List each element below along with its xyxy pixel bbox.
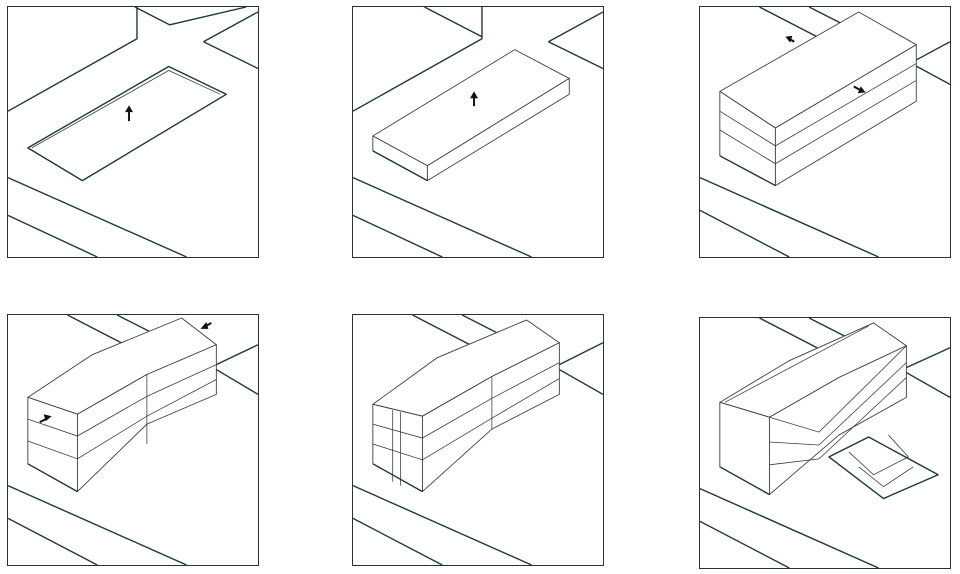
twisted-volume bbox=[719, 322, 907, 496]
diagram-step-5 bbox=[352, 314, 604, 566]
step-6-drawing bbox=[700, 318, 950, 568]
step-3-drawing bbox=[700, 7, 950, 257]
extruded-slab bbox=[372, 49, 570, 182]
street-grid bbox=[8, 7, 258, 257]
step-2-drawing bbox=[353, 7, 603, 257]
diagram-step-3 bbox=[699, 6, 951, 258]
up-arrow-icon bbox=[125, 105, 133, 122]
diagram-step-1 bbox=[7, 6, 259, 258]
street-grid bbox=[353, 315, 603, 565]
diagram-step-4 bbox=[7, 314, 259, 566]
stacked-volume bbox=[719, 11, 917, 187]
up-arrow-icon bbox=[470, 91, 478, 107]
articulated-volume bbox=[372, 319, 560, 493]
street-grid bbox=[353, 7, 603, 257]
step-1-drawing bbox=[8, 7, 258, 257]
step-4-drawing bbox=[8, 315, 258, 565]
site-plot bbox=[27, 65, 227, 182]
diagram-step-2 bbox=[352, 6, 604, 258]
double-arrow-icon bbox=[785, 35, 866, 94]
plaza-pattern bbox=[828, 434, 939, 500]
diagram-step-6 bbox=[699, 317, 951, 569]
double-arrow-icon bbox=[39, 321, 212, 424]
street-grid bbox=[8, 315, 258, 565]
bent-volume bbox=[27, 317, 217, 493]
step-5-drawing bbox=[353, 315, 603, 565]
